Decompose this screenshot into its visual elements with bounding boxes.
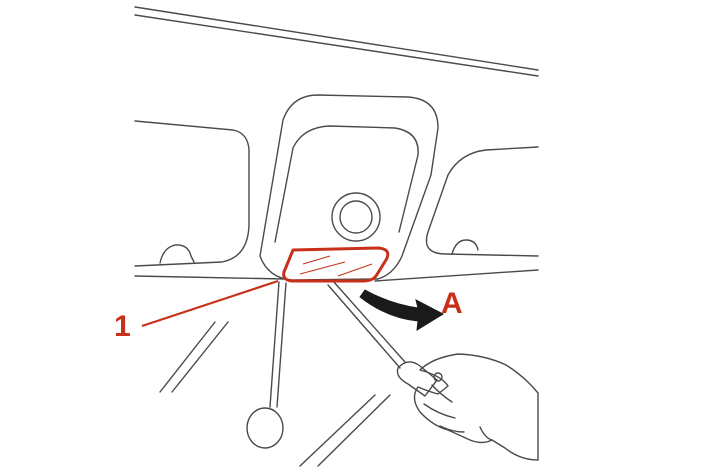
windscreen-line	[134, 269, 539, 282]
mirror-ball	[246, 407, 284, 449]
screwdriver-shaft	[327, 280, 406, 369]
console-inner	[274, 125, 419, 243]
sensor-outer	[331, 192, 381, 242]
finger-nail	[433, 372, 443, 382]
callout-a-label: A	[441, 287, 463, 320]
console-housing	[259, 94, 439, 281]
arrow-a	[359, 289, 445, 331]
lens-highlight	[282, 246, 390, 283]
right-window	[425, 146, 539, 257]
sensor-inner	[339, 200, 373, 234]
leader-line-1	[141, 279, 279, 328]
hand	[413, 353, 539, 461]
left-window	[134, 120, 250, 267]
callout-1-label: 1	[114, 310, 131, 343]
reflection-lines	[159, 321, 391, 467]
mirror-stem	[269, 281, 287, 408]
left-sunvisor-clip	[159, 244, 195, 264]
roof-edge	[134, 6, 539, 77]
screwdriver-handle	[396, 361, 438, 397]
hand-fingers	[423, 384, 493, 441]
right-sunvisor-clip	[451, 239, 479, 255]
